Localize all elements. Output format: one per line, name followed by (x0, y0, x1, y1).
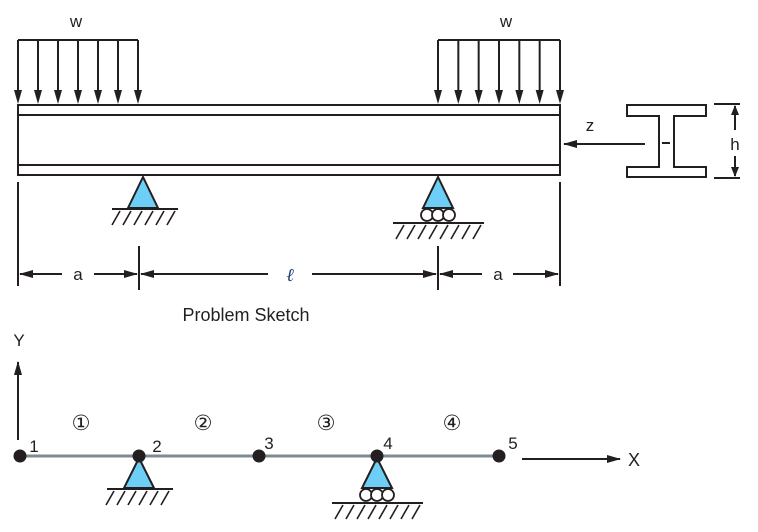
ground-hatch (389, 504, 399, 520)
node-label-3: 3 (264, 434, 273, 453)
node-label-2: 2 (152, 437, 161, 456)
ground-hatch (166, 210, 176, 226)
node-4 (370, 449, 384, 463)
right-load-arrowhead (495, 90, 503, 104)
left-load-arrowhead (74, 90, 82, 104)
right-load-arrowhead (474, 90, 483, 104)
ground-hatch (105, 490, 115, 506)
node-2 (132, 449, 146, 463)
roller-support (393, 174, 484, 240)
ground-hatch (406, 224, 416, 240)
y-axis-label: Y (13, 331, 24, 350)
height-label: h (730, 135, 739, 154)
x-axis-label: X (628, 450, 640, 470)
ground-hatch (378, 504, 388, 520)
right-distributed-load (434, 39, 564, 104)
right-load-arrowhead (515, 90, 524, 104)
left-load-label: w (69, 12, 83, 31)
i-beam-cross-section (626, 104, 707, 178)
ground-hatch (472, 224, 482, 240)
node-3 (252, 449, 266, 463)
model-roller-support (332, 455, 423, 520)
ground-hatch (144, 210, 154, 226)
ground-hatch (417, 224, 427, 240)
caption: Problem Sketch (182, 305, 309, 325)
right-load-arrowhead (535, 90, 544, 104)
right-load-arrowhead (454, 90, 463, 104)
beam-side-view (17, 104, 561, 176)
left-load-arrowhead (94, 90, 102, 104)
ground-hatch (395, 224, 405, 240)
node-1 (13, 449, 27, 463)
span-dimensions (17, 182, 561, 290)
problem-sketch: w w z (14, 12, 740, 325)
right-load-arrowhead (556, 90, 564, 104)
ground-hatch (400, 504, 410, 520)
element-label-2: ② (194, 412, 213, 435)
left-distributed-load (14, 39, 142, 104)
ground-hatch (461, 224, 471, 240)
ground-hatch (345, 504, 355, 520)
ground-hatch (428, 224, 438, 240)
element-label-4: ④ (443, 412, 462, 435)
left-load-arrowhead (114, 90, 122, 104)
model-pin-support (105, 455, 173, 506)
ground-hatch (367, 504, 377, 520)
height-dimension (714, 103, 740, 179)
node-label-5: 5 (508, 434, 517, 453)
node-label-4: 4 (383, 434, 392, 453)
ground-hatch (334, 504, 344, 520)
right-load-label: w (499, 12, 513, 31)
z-axis-label: z (586, 116, 595, 135)
node-label-1: 1 (29, 437, 38, 456)
left-load-arrowhead (134, 90, 142, 104)
ground-hatch (116, 490, 126, 506)
left-load-arrowhead (54, 90, 62, 104)
ground-hatch (356, 504, 366, 520)
ground-hatch (122, 210, 132, 226)
node-5 (492, 449, 506, 463)
ground-hatch (127, 490, 137, 506)
element-label-1: ① (72, 412, 91, 435)
ground-hatch (160, 490, 170, 506)
ground-hatch (439, 224, 449, 240)
ground-hatch (111, 210, 121, 226)
ground-hatch (133, 210, 143, 226)
right-load-arrowhead (434, 90, 442, 104)
ground-hatch (155, 210, 165, 226)
finite-element-model: Y X 1 2 3 4 5 ① ② (13, 331, 640, 520)
ground-hatch (138, 490, 148, 506)
ground-hatch (411, 504, 421, 520)
left-load-arrowhead (14, 90, 22, 104)
dim-right-label: a (493, 265, 503, 284)
dim-left-label: a (73, 265, 83, 284)
element-label-3: ③ (317, 412, 336, 435)
dim-span-label: ℓ (286, 265, 294, 286)
ground-hatch (149, 490, 159, 506)
left-load-arrowhead (34, 90, 42, 104)
ground-hatch (450, 224, 460, 240)
pin-support (111, 174, 178, 226)
